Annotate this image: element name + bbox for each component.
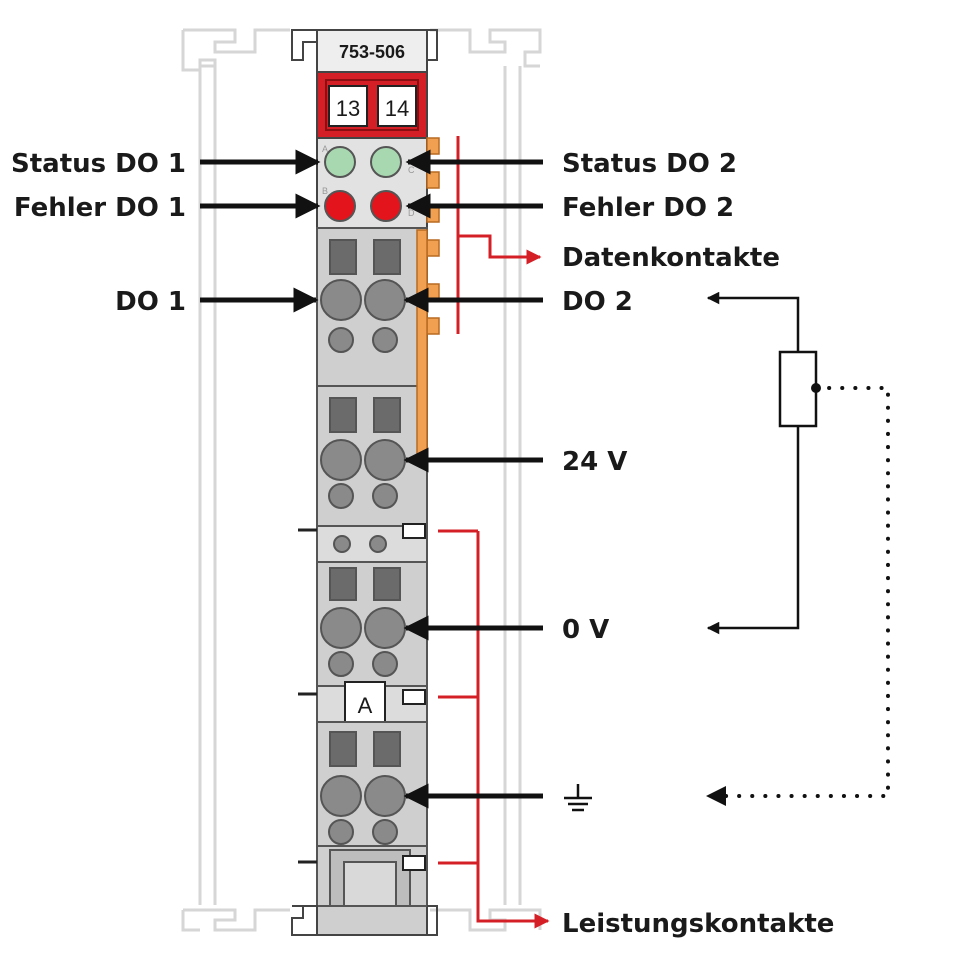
label-fehler-do2: Fehler DO 2 — [562, 193, 734, 223]
label-status-do2: Status DO 2 — [562, 149, 737, 179]
part-number: 753-506 — [339, 42, 405, 62]
side-marks — [298, 528, 317, 864]
top-clip-right — [427, 29, 438, 61]
label-0v: 0 V — [562, 615, 609, 645]
marker-label: A — [358, 693, 373, 718]
label-24v: 24 V — [562, 447, 627, 477]
terminal-number-14-box — [377, 85, 417, 127]
terminal-block-ground — [316, 721, 428, 847]
label-leistungskontakte: Leistungskontakte — [562, 909, 834, 939]
part-number-plate — [316, 29, 428, 73]
terminal-block-24v — [316, 385, 428, 527]
load-circuit — [706, 291, 890, 806]
shield-dotted-line — [706, 386, 890, 806]
led-letter-a: A — [322, 144, 328, 154]
label-fehler-do1: Fehler DO 1 — [14, 193, 186, 223]
label-status-do1: Status DO 1 — [11, 149, 186, 179]
bottom-clip-left — [291, 905, 318, 936]
label-do2: DO 2 — [562, 287, 633, 317]
release-lever — [316, 845, 428, 907]
led-status-do1 — [324, 146, 356, 178]
label-datenkontakte: Datenkontakte — [562, 243, 780, 273]
led-letter-b: B — [322, 186, 328, 196]
ground-icon — [564, 784, 592, 812]
led-fehler-do1 — [324, 190, 356, 222]
terminal-block-do — [316, 227, 428, 387]
resistor-icon — [778, 350, 818, 428]
terminal-number-13: 13 — [336, 96, 360, 121]
led-fehler-do2 — [370, 190, 402, 222]
datenkontakte-bracket — [456, 136, 542, 334]
label-do1: DO 1 — [115, 287, 186, 317]
io-module: 753-506 13 14 A C B D — [291, 29, 440, 936]
bottom-clip-right — [427, 905, 438, 936]
terminal-number-13-box — [328, 85, 368, 127]
led-status-do2 — [370, 146, 402, 178]
led-letter-c: C — [408, 165, 415, 175]
terminal-number-14: 14 — [385, 96, 409, 121]
top-clip-left — [291, 29, 318, 61]
leistungskontakte-bracket — [438, 529, 550, 929]
power-contact-slots — [402, 523, 426, 871]
terminal-block-0v — [316, 561, 428, 687]
callout-arrows — [200, 149, 543, 809]
led-letter-d: D — [408, 208, 415, 218]
